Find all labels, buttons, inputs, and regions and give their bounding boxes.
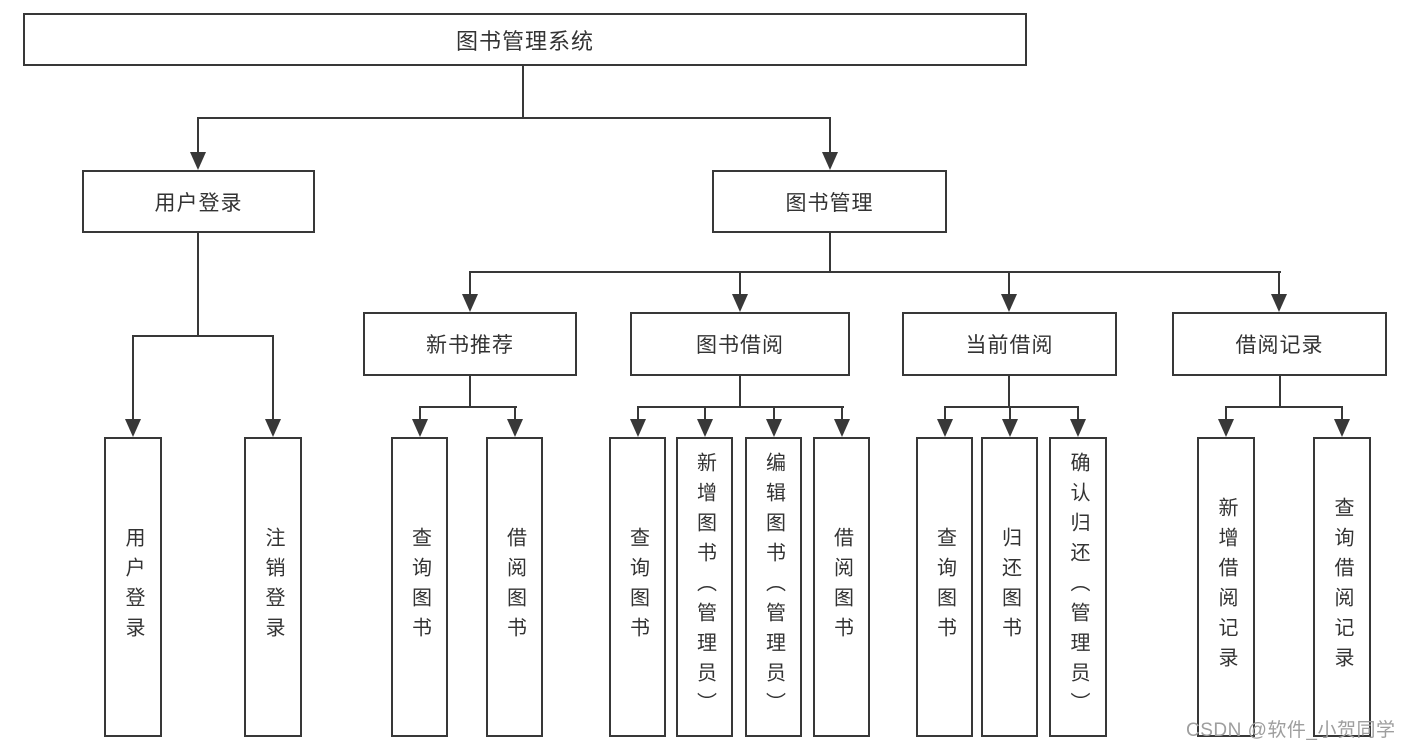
connector-rail-current-borrow xyxy=(944,406,1079,408)
connector-arrow-to-leaf-return-book xyxy=(1009,406,1011,419)
connector-arrow-to-leaf-borrow-books-recommend xyxy=(514,406,516,419)
leaf-borrow-books: 借阅图书 xyxy=(813,437,870,737)
leaf-label: 新增图书（管理员） xyxy=(693,452,716,722)
connector-stem-current-borrow xyxy=(1008,376,1010,408)
node-borrow-record: 借阅记录 xyxy=(1172,312,1387,376)
connector-rail-borrow-record xyxy=(1225,406,1343,408)
leaf-confirm-return-admin: 确认归还（管理员） xyxy=(1049,437,1107,737)
leaf-borrow-books-recommend: 借阅图书 xyxy=(486,437,543,737)
node-book-management: 图书管理 xyxy=(712,170,947,233)
leaf-return-book: 归还图书 xyxy=(981,437,1038,737)
leaf-label: 归还图书 xyxy=(998,527,1021,647)
leaf-query-books-current: 查询图书 xyxy=(916,437,973,737)
leaf-label: 用户登录 xyxy=(122,527,144,647)
connector-stem-root xyxy=(522,66,524,119)
leaf-add-book-admin: 新增图书（管理员） xyxy=(676,437,733,737)
connector-arrow-to-book-management xyxy=(829,117,831,152)
leaf-label: 注销登录 xyxy=(262,527,284,647)
node-label: 图书管理 xyxy=(785,191,874,215)
connector-arrow-to-leaf-user-login xyxy=(132,335,134,419)
leaf-label: 新增借阅记录 xyxy=(1215,497,1237,677)
leaf-add-borrow-record: 新增借阅记录 xyxy=(1197,437,1255,737)
leaf-label: 编辑图书（管理员） xyxy=(762,452,785,722)
leaf-label: 查询图书 xyxy=(933,527,956,647)
connector-arrow-to-leaf-confirm-return xyxy=(1077,406,1079,419)
connector-stem-book-borrow xyxy=(739,376,741,408)
node-root-library-system: 图书管理系统 xyxy=(23,13,1027,66)
connector-rail-book-borrow xyxy=(637,406,844,408)
connector-rail-user-login xyxy=(132,335,274,337)
connector-stem-borrow-record xyxy=(1279,376,1281,408)
node-label: 借阅记录 xyxy=(1235,334,1324,357)
csdn-watermark: CSDN @软件_小贺同学 xyxy=(1186,720,1396,741)
connector-arrow-to-leaf-borrow-books xyxy=(841,406,843,419)
connector-arrow-to-book-borrow xyxy=(739,271,741,294)
connector-rail-level2 xyxy=(197,117,831,119)
node-label: 用户登录 xyxy=(154,191,243,215)
node-user-login: 用户登录 xyxy=(82,170,315,233)
connector-arrow-to-borrow-record xyxy=(1278,271,1280,294)
connector-rail-level3 xyxy=(469,271,1281,273)
leaf-label: 查询借阅记录 xyxy=(1331,497,1353,677)
connector-arrow-to-leaf-query-borrow-record xyxy=(1341,406,1343,419)
leaf-query-books-recommend: 查询图书 xyxy=(391,437,448,737)
connector-stem-user-login xyxy=(197,233,199,337)
connector-arrow-to-current-borrow xyxy=(1008,271,1010,294)
node-label: 当前借阅 xyxy=(965,334,1054,357)
connector-arrow-to-leaf-add-book xyxy=(704,406,706,419)
connector-arrow-to-user-login xyxy=(197,117,199,152)
node-current-borrow: 当前借阅 xyxy=(902,312,1117,376)
leaf-edit-book-admin: 编辑图书（管理员） xyxy=(745,437,802,737)
connector-arrow-to-leaf-add-borrow-record xyxy=(1225,406,1227,419)
connector-stem-book-management xyxy=(829,233,831,273)
node-book-borrow: 图书借阅 xyxy=(630,312,850,376)
connector-arrow-to-leaf-query-books-recommend xyxy=(419,406,421,419)
leaf-label: 借阅图书 xyxy=(830,527,853,647)
connector-arrow-to-new-book-recommend xyxy=(469,271,471,294)
leaf-query-borrow-record: 查询借阅记录 xyxy=(1313,437,1371,737)
leaf-logout: 注销登录 xyxy=(244,437,302,737)
connector-rail-new-book-recommend xyxy=(419,406,517,408)
leaf-label: 借阅图书 xyxy=(503,527,526,647)
node-label: 新书推荐 xyxy=(426,334,514,357)
connector-stem-new-book-recommend xyxy=(469,376,471,408)
connector-arrow-to-leaf-edit-book xyxy=(773,406,775,419)
leaf-user-login: 用户登录 xyxy=(104,437,162,737)
leaf-query-books-borrow: 查询图书 xyxy=(609,437,666,737)
connector-arrow-to-leaf-query-books-current xyxy=(944,406,946,419)
leaf-label: 查询图书 xyxy=(408,527,431,647)
node-label: 图书借阅 xyxy=(696,334,784,357)
connector-arrow-to-leaf-query-books-borrow xyxy=(637,406,639,419)
connector-arrow-to-leaf-logout xyxy=(272,335,274,419)
node-new-book-recommend: 新书推荐 xyxy=(363,312,577,376)
node-label: 图书管理系统 xyxy=(455,28,594,54)
leaf-label: 查询图书 xyxy=(626,527,649,647)
leaf-label: 确认归还（管理员） xyxy=(1067,452,1089,722)
